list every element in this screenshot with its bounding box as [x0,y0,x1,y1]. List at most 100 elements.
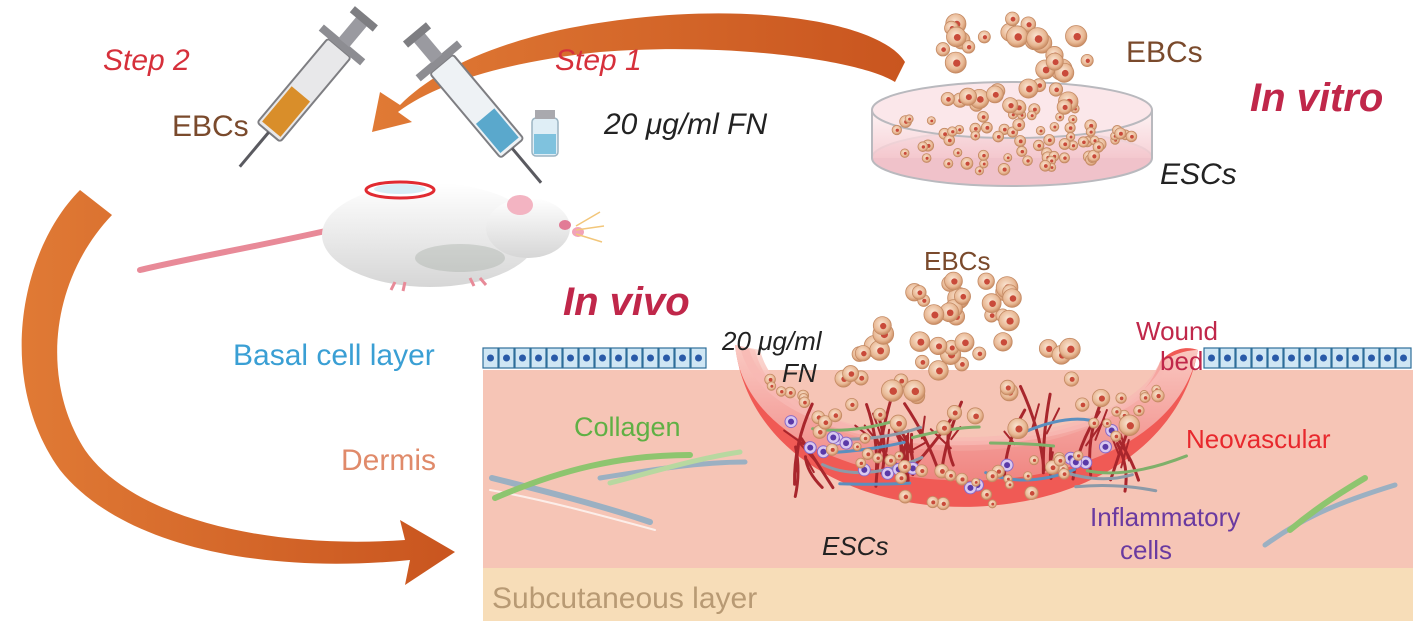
esc-cell [1115,392,1127,404]
wound-fiber [988,441,1056,448]
esc-cell [1024,485,1039,501]
subcutaneous-layer-band [483,568,1413,621]
ebc-cell [977,272,995,290]
esc-cell [855,457,867,469]
esc-cell [1102,418,1112,428]
ebc-cell [940,91,955,107]
esc-cell [987,499,997,509]
basal-cell-nucleus [615,354,622,362]
basal-cell-nucleus [535,354,542,362]
ebc-cell [1005,11,1020,27]
esc-cell [1059,152,1070,164]
basal-cell-nucleus [503,354,510,362]
inflammatory-cell [1000,458,1014,472]
esc-cell [977,111,989,123]
subcutaneous-layer-label: Subcutaneous layer [492,582,758,615]
esc-cell [1043,134,1056,146]
inflammatory-cell [803,441,817,455]
esc-cell [1085,126,1096,137]
esc-cell [974,166,984,176]
ebc-cell [1065,25,1088,48]
basal-cell-nucleus [1224,354,1231,362]
esc-cell [1058,468,1070,480]
esc-cell [1092,141,1105,153]
esc-cell [955,472,969,486]
esc-cell [1003,153,1013,163]
esc-cell [1022,155,1033,166]
esc-cell [1023,471,1033,481]
ebc-cell [954,332,975,353]
ebc-cell [939,302,960,323]
vessel-branch [1031,403,1040,430]
basal-cell-nucleus [1272,354,1279,362]
esc-cell [936,497,950,511]
esc-cell [859,432,871,444]
esc-cell [926,116,936,126]
esc-cell [953,148,963,158]
step-1-label: Step 1 [555,44,642,77]
basal-cell-nucleus [631,354,638,362]
step-2-label: Step 2 [103,44,190,77]
ebc-cell [903,379,926,402]
basal-cell-nucleus [1208,354,1215,362]
ebc-cell [880,379,904,402]
ebc-cell [1020,16,1037,33]
ebc-cell [1056,99,1073,115]
basal-cell-nucleus [519,354,526,362]
esc-cell [818,415,833,430]
vessel-branch [1094,409,1108,441]
esc-cell [943,134,956,147]
esc-cell [1088,417,1100,429]
esc-cell [1014,135,1027,147]
esc-cell [1016,145,1028,157]
escs-in-dish [891,103,1138,176]
ebc-cell [1002,97,1019,114]
esc-cell [985,469,999,483]
basal-cell-nucleus [647,354,654,362]
rat-illustration [137,180,605,292]
ebc-cell [889,414,907,432]
ebc-cell [944,51,967,74]
wound-bed-label-line1: Wound [1136,316,1218,346]
ebc-cell [1080,54,1094,68]
syringe-fn [402,22,543,184]
esc-cell [825,443,839,456]
ebcs-falling [834,271,1141,440]
basal-cell-nucleus [679,354,686,362]
ebc-cell [1026,27,1049,50]
ebc-cell [1048,82,1064,97]
syringe-ebcs [238,6,378,168]
vessel-branch [1120,439,1130,469]
vessel-branch [805,458,815,474]
basal-cell-layer-right [1203,347,1412,369]
escs-wound-label: ESCs [822,531,889,561]
ebc-cell [986,85,1004,104]
ebc-cell [998,309,1020,332]
vessel [803,455,824,489]
ebc-cell [1045,52,1064,71]
ebc-cell [1058,337,1081,360]
esc-cell [971,477,981,487]
ebc-cell [872,316,892,336]
ebc-cell [936,420,952,436]
ebc-cell [1006,25,1029,48]
vessel-branch [794,445,800,473]
basal-cell-nucleus [1336,354,1343,362]
inflammatory-cell [826,430,840,444]
ebc-cell [966,407,984,425]
inflammatory-cell [1098,440,1112,454]
inflammatory-label-line2: cells [1120,535,1173,565]
ebcs-syringe-label: EBCs [172,110,249,143]
ebc-cell [961,40,976,54]
vessel [874,397,893,488]
ebc-cell [1118,414,1141,436]
vessel [1117,439,1141,482]
esc-cell [943,158,954,169]
esc-cell [1055,112,1065,122]
esc-cell [1133,405,1145,417]
ebc-cell [1075,397,1090,412]
ebc-cell [958,87,978,106]
esc-cell [1035,126,1046,136]
